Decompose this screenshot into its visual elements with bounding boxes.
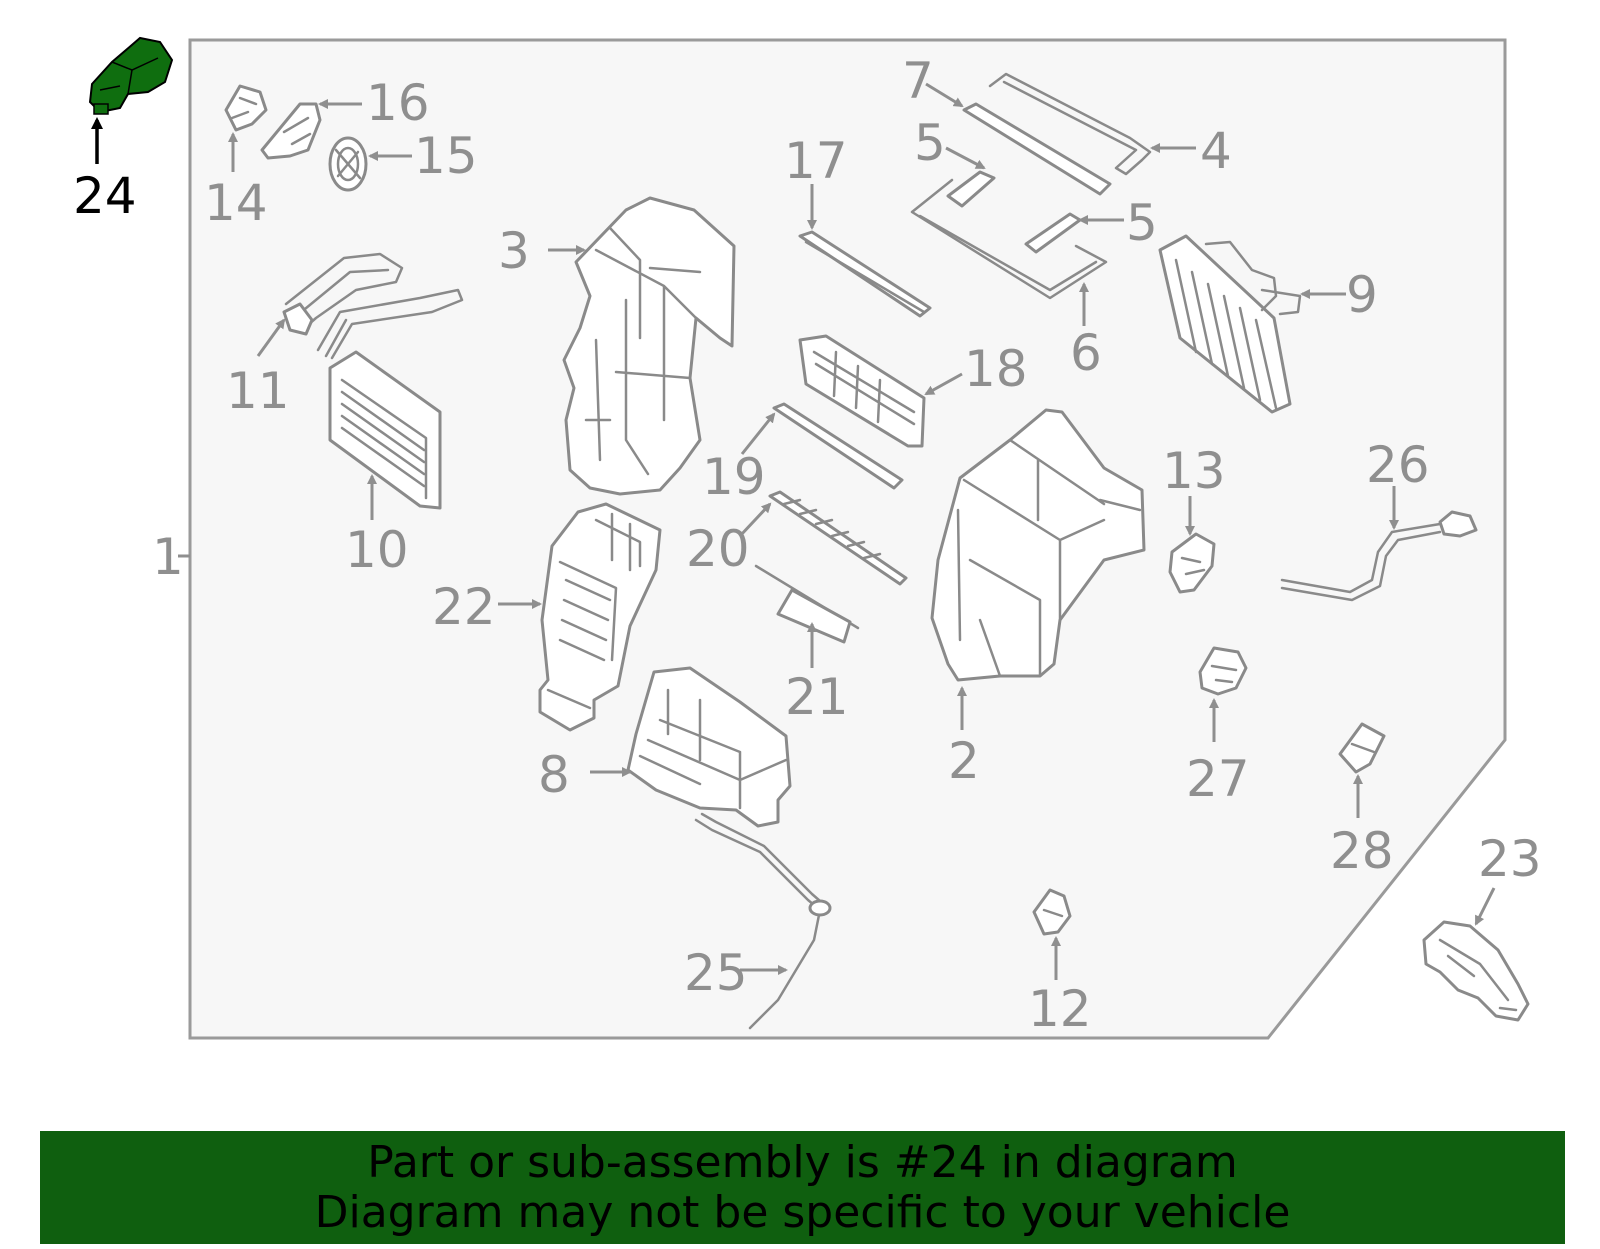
banner-line-1: Part or sub-assembly is #24 in diagram xyxy=(367,1137,1238,1188)
callout-9: 9 xyxy=(1346,266,1378,324)
callout-27: 27 xyxy=(1186,750,1250,808)
part-14 xyxy=(224,84,268,132)
callout-19-arrow xyxy=(740,412,776,455)
part-4 xyxy=(988,72,1152,176)
part-21 xyxy=(754,564,860,644)
part-11 xyxy=(282,252,404,336)
callout-1: 1 xyxy=(152,528,184,586)
part-10 xyxy=(316,288,464,510)
callout-17: 17 xyxy=(784,132,848,190)
callout-7: 7 xyxy=(902,52,934,110)
callout-5b: 5 xyxy=(1126,194,1158,252)
callout-18: 18 xyxy=(964,340,1028,398)
part-28 xyxy=(1338,722,1386,774)
callout-10: 10 xyxy=(345,521,409,579)
callout-19: 19 xyxy=(702,448,766,506)
part-22 xyxy=(538,502,662,732)
part-7 xyxy=(962,102,1112,196)
part-12 xyxy=(1032,888,1072,936)
callout-22: 22 xyxy=(432,578,496,636)
part-20 xyxy=(768,490,908,586)
callout-18-arrow xyxy=(924,372,963,396)
callout-11-arrow xyxy=(256,318,286,357)
part-27 xyxy=(1198,646,1248,696)
callout-26: 26 xyxy=(1366,436,1430,494)
callout-25: 25 xyxy=(684,944,748,1002)
callout-6: 6 xyxy=(1070,324,1102,382)
callout-2: 2 xyxy=(948,732,980,790)
callout-5a: 5 xyxy=(914,114,946,172)
part-8 xyxy=(626,666,792,828)
part-26 xyxy=(1280,510,1478,602)
callout-8: 8 xyxy=(538,746,570,804)
callout-14: 14 xyxy=(204,174,268,232)
part-24-highlighted[interactable] xyxy=(88,36,174,115)
callout-11: 11 xyxy=(226,362,290,420)
callout-13: 13 xyxy=(1162,442,1226,500)
part-23 xyxy=(1422,920,1530,1022)
part-16 xyxy=(260,102,322,160)
callout-15: 15 xyxy=(414,127,478,185)
part-25 xyxy=(694,812,832,1030)
callout-20: 20 xyxy=(686,520,750,578)
callout-21: 21 xyxy=(785,668,849,726)
callout-5a-arrow xyxy=(945,146,986,170)
part-18 xyxy=(798,334,926,448)
callout-16: 16 xyxy=(366,74,430,132)
callout-28: 28 xyxy=(1330,822,1394,880)
part-13 xyxy=(1168,532,1216,594)
part-3 xyxy=(562,196,736,496)
part-9 xyxy=(1158,234,1302,414)
callout-24: 24 xyxy=(73,167,137,225)
part-2 xyxy=(930,408,1146,682)
callout-20-arrow xyxy=(738,502,772,538)
part-15 xyxy=(328,136,368,192)
part-6 xyxy=(910,178,1108,300)
banner-line-2: Diagram may not be specific to your vehi… xyxy=(314,1187,1291,1238)
part-17 xyxy=(798,230,932,318)
callout-23: 23 xyxy=(1478,830,1542,888)
callout-12: 12 xyxy=(1028,980,1092,1038)
info-banner: Part or sub-assembly is #24 in diagram D… xyxy=(40,1131,1565,1244)
part-19 xyxy=(772,402,904,490)
part-5a xyxy=(946,170,996,208)
callout-3: 3 xyxy=(498,222,530,280)
callout-23-arrow xyxy=(1474,887,1496,926)
callout-4: 4 xyxy=(1200,122,1232,180)
callout-7-arrow xyxy=(925,82,964,108)
